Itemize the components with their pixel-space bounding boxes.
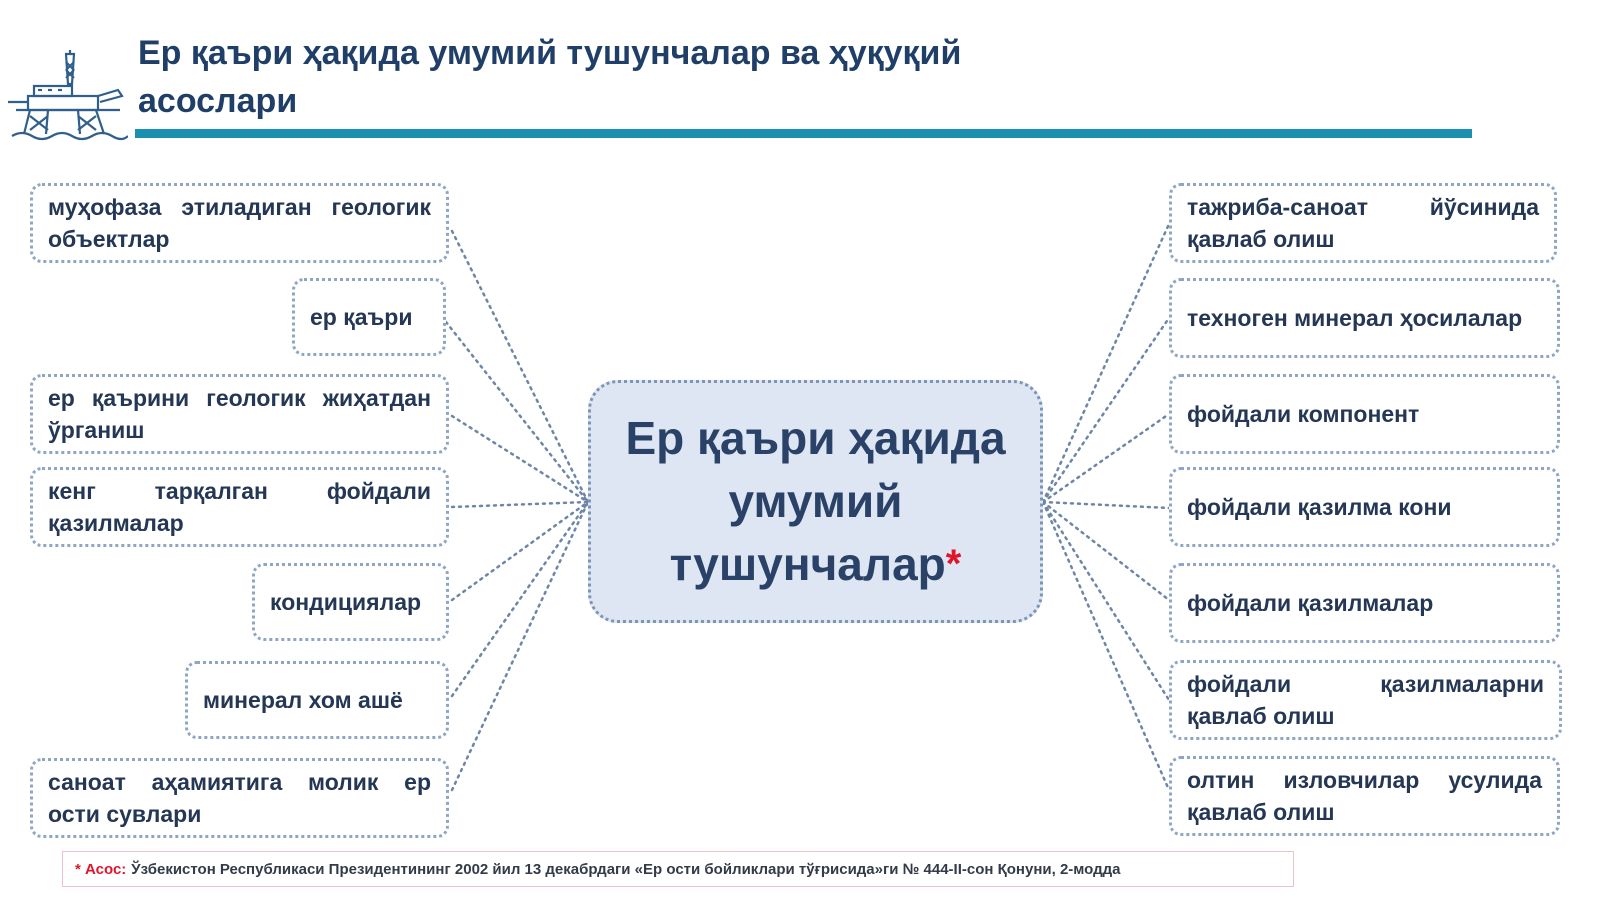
page-title-line-1: Ер қаъри ҳақида умумий тушунчалар ва ҳуқ… — [138, 34, 962, 72]
left-box-2: ер қаъри — [292, 278, 446, 356]
left-box-7-text: саноат аҳамиятига молик ер ости сувлари — [48, 769, 431, 827]
left-box-5: кондициялар — [252, 563, 449, 641]
footnote-asterisk: * — [945, 542, 962, 586]
connector-right-1 — [1041, 222, 1171, 504]
title-underline — [135, 129, 1472, 138]
right-box-4-text: фойдали қазилма кони — [1187, 494, 1452, 520]
right-box-6-text: фойдали қазилмаларни қавлаб олиш — [1187, 671, 1544, 729]
central-concept-line-3-wrap: тушунчалар* — [625, 533, 1005, 596]
left-box-6: минерал хом ашё — [185, 661, 449, 739]
right-box-7-text: олтин изловчилар усулида қавлаб олиш — [1187, 767, 1542, 825]
left-box-1-text: муҳофаза этиладиган геологик объектлар — [48, 194, 431, 252]
connector-left-2 — [444, 320, 590, 504]
left-box-2-text: ер қаъри — [310, 304, 413, 330]
left-box-1: муҳофаза этиладиган геологик объектлар — [30, 183, 449, 263]
central-concept-line-1: Ер қаъри ҳақида — [625, 412, 1006, 464]
connector-right-6 — [1041, 500, 1171, 702]
connector-right-4 — [1041, 500, 1171, 510]
right-box-5: фойдали қазилмалар — [1169, 563, 1560, 643]
connector-left-3 — [450, 414, 590, 504]
right-box-1: тажриба-саноат йўсинида қавлаб олиш — [1169, 183, 1557, 263]
left-box-7: саноат аҳамиятига молик ер ости сувлари — [30, 758, 449, 838]
right-box-5-text: фойдали қазилмалар — [1187, 590, 1434, 616]
left-box-4: кенг тарқалган фойдали қазилмалар — [30, 467, 449, 547]
right-box-2-text: техноген минерал ҳосилалар — [1187, 305, 1523, 331]
right-box-4: фойдали қазилма кони — [1169, 467, 1560, 547]
connector-right-2 — [1041, 316, 1171, 504]
connector-left-5 — [450, 500, 590, 602]
right-box-7: олтин изловчилар усулида қавлаб олиш — [1169, 756, 1560, 836]
oil-platform-icon — [8, 50, 128, 141]
left-box-5-text: кондициялар — [270, 589, 422, 615]
right-box-2: техноген минерал ҳосилалар — [1169, 278, 1560, 358]
central-concept-line-2: умумий — [728, 475, 903, 527]
connector-left-6 — [450, 500, 590, 698]
connector-right-3 — [1041, 412, 1171, 504]
footnote-label: * Асос: — [75, 860, 127, 878]
central-concept-line-3: тушунчалар — [669, 538, 946, 590]
left-box-6-text: минерал хом ашё — [203, 687, 403, 713]
central-concept: Ер қаъри ҳақида умумий тушунчалар* — [588, 380, 1043, 623]
connector-left-7 — [450, 500, 590, 792]
footnote-text: Ўзбекистон Республикаси Президентининг 2… — [131, 860, 1121, 878]
right-box-1-text: тажриба-саноат йўсинида қавлаб олиш — [1187, 194, 1539, 252]
right-box-6: фойдали қазилмаларни қавлаб олиш — [1169, 660, 1562, 740]
connector-right-5 — [1041, 500, 1171, 602]
connector-left-4 — [450, 500, 590, 509]
left-box-3: ер қаърини геологик жиҳатдан ўрганиш — [30, 374, 449, 454]
right-box-3-text: фойдали компонент — [1187, 401, 1420, 427]
footnote: * Асос: Ўзбекистон Республикаси Президен… — [62, 851, 1294, 887]
page-title-line-2: асослари — [138, 82, 298, 120]
left-box-3-text: ер қаърини геологик жиҳатдан ўрганиш — [48, 385, 431, 443]
left-box-4-text: кенг тарқалган фойдали қазилмалар — [48, 478, 431, 536]
right-box-3: фойдали компонент — [1169, 374, 1560, 454]
connector-left-1 — [450, 229, 590, 504]
connector-right-7 — [1041, 500, 1171, 792]
